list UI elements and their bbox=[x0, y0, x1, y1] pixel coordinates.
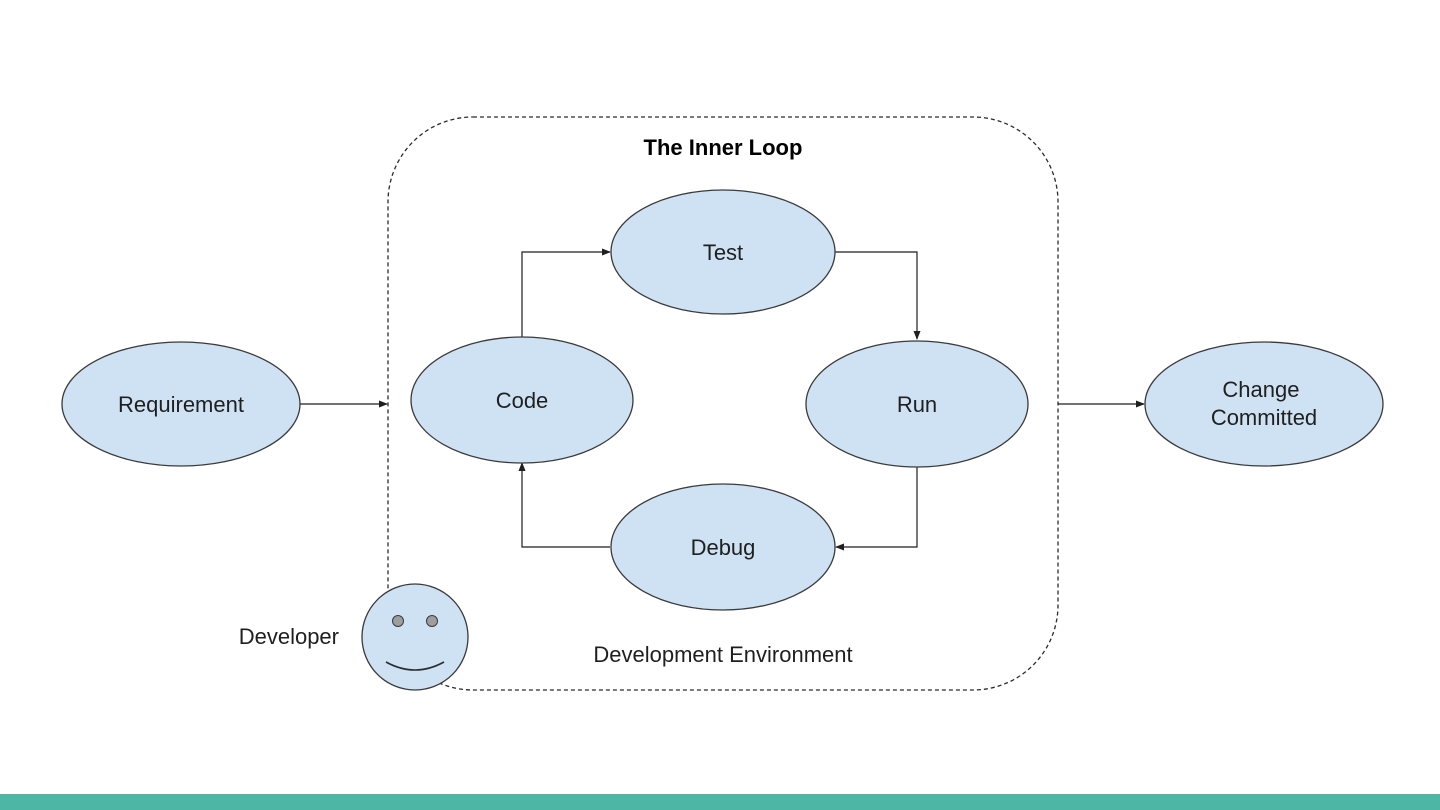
requirement-label: Requirement bbox=[118, 392, 244, 417]
arrow-debug-to-code bbox=[518, 462, 610, 548]
change-committed-node: Change Committed bbox=[1144, 341, 1384, 467]
run-node: Run bbox=[805, 340, 1029, 468]
test-node: Test bbox=[610, 189, 836, 315]
bottom-accent-bar bbox=[0, 794, 1440, 810]
change-committed-label: Change Committed bbox=[1211, 377, 1317, 430]
left-eye-icon bbox=[392, 615, 404, 627]
development-environment-caption: Development Environment bbox=[593, 642, 852, 667]
test-label: Test bbox=[703, 240, 743, 265]
code-node: Code bbox=[410, 336, 634, 464]
change-committed-line-1: Change bbox=[1222, 377, 1299, 402]
right-eye-icon bbox=[426, 615, 438, 627]
arrow-test-to-run bbox=[835, 251, 921, 340]
run-label: Run bbox=[897, 392, 937, 417]
change-committed-line-2: Committed bbox=[1211, 405, 1317, 430]
developer-label: Developer bbox=[239, 624, 339, 649]
debug-label: Debug bbox=[691, 535, 756, 560]
requirement-node: Requirement bbox=[61, 341, 301, 467]
arrow-run-to-debug bbox=[835, 467, 918, 551]
inner-loop-title: The Inner Loop bbox=[644, 135, 803, 160]
code-label: Code bbox=[496, 388, 549, 413]
debug-node: Debug bbox=[610, 483, 836, 611]
arrow-code-to-test bbox=[521, 248, 611, 337]
smiley-face-icon bbox=[361, 583, 469, 691]
smile-icon bbox=[385, 661, 445, 671]
